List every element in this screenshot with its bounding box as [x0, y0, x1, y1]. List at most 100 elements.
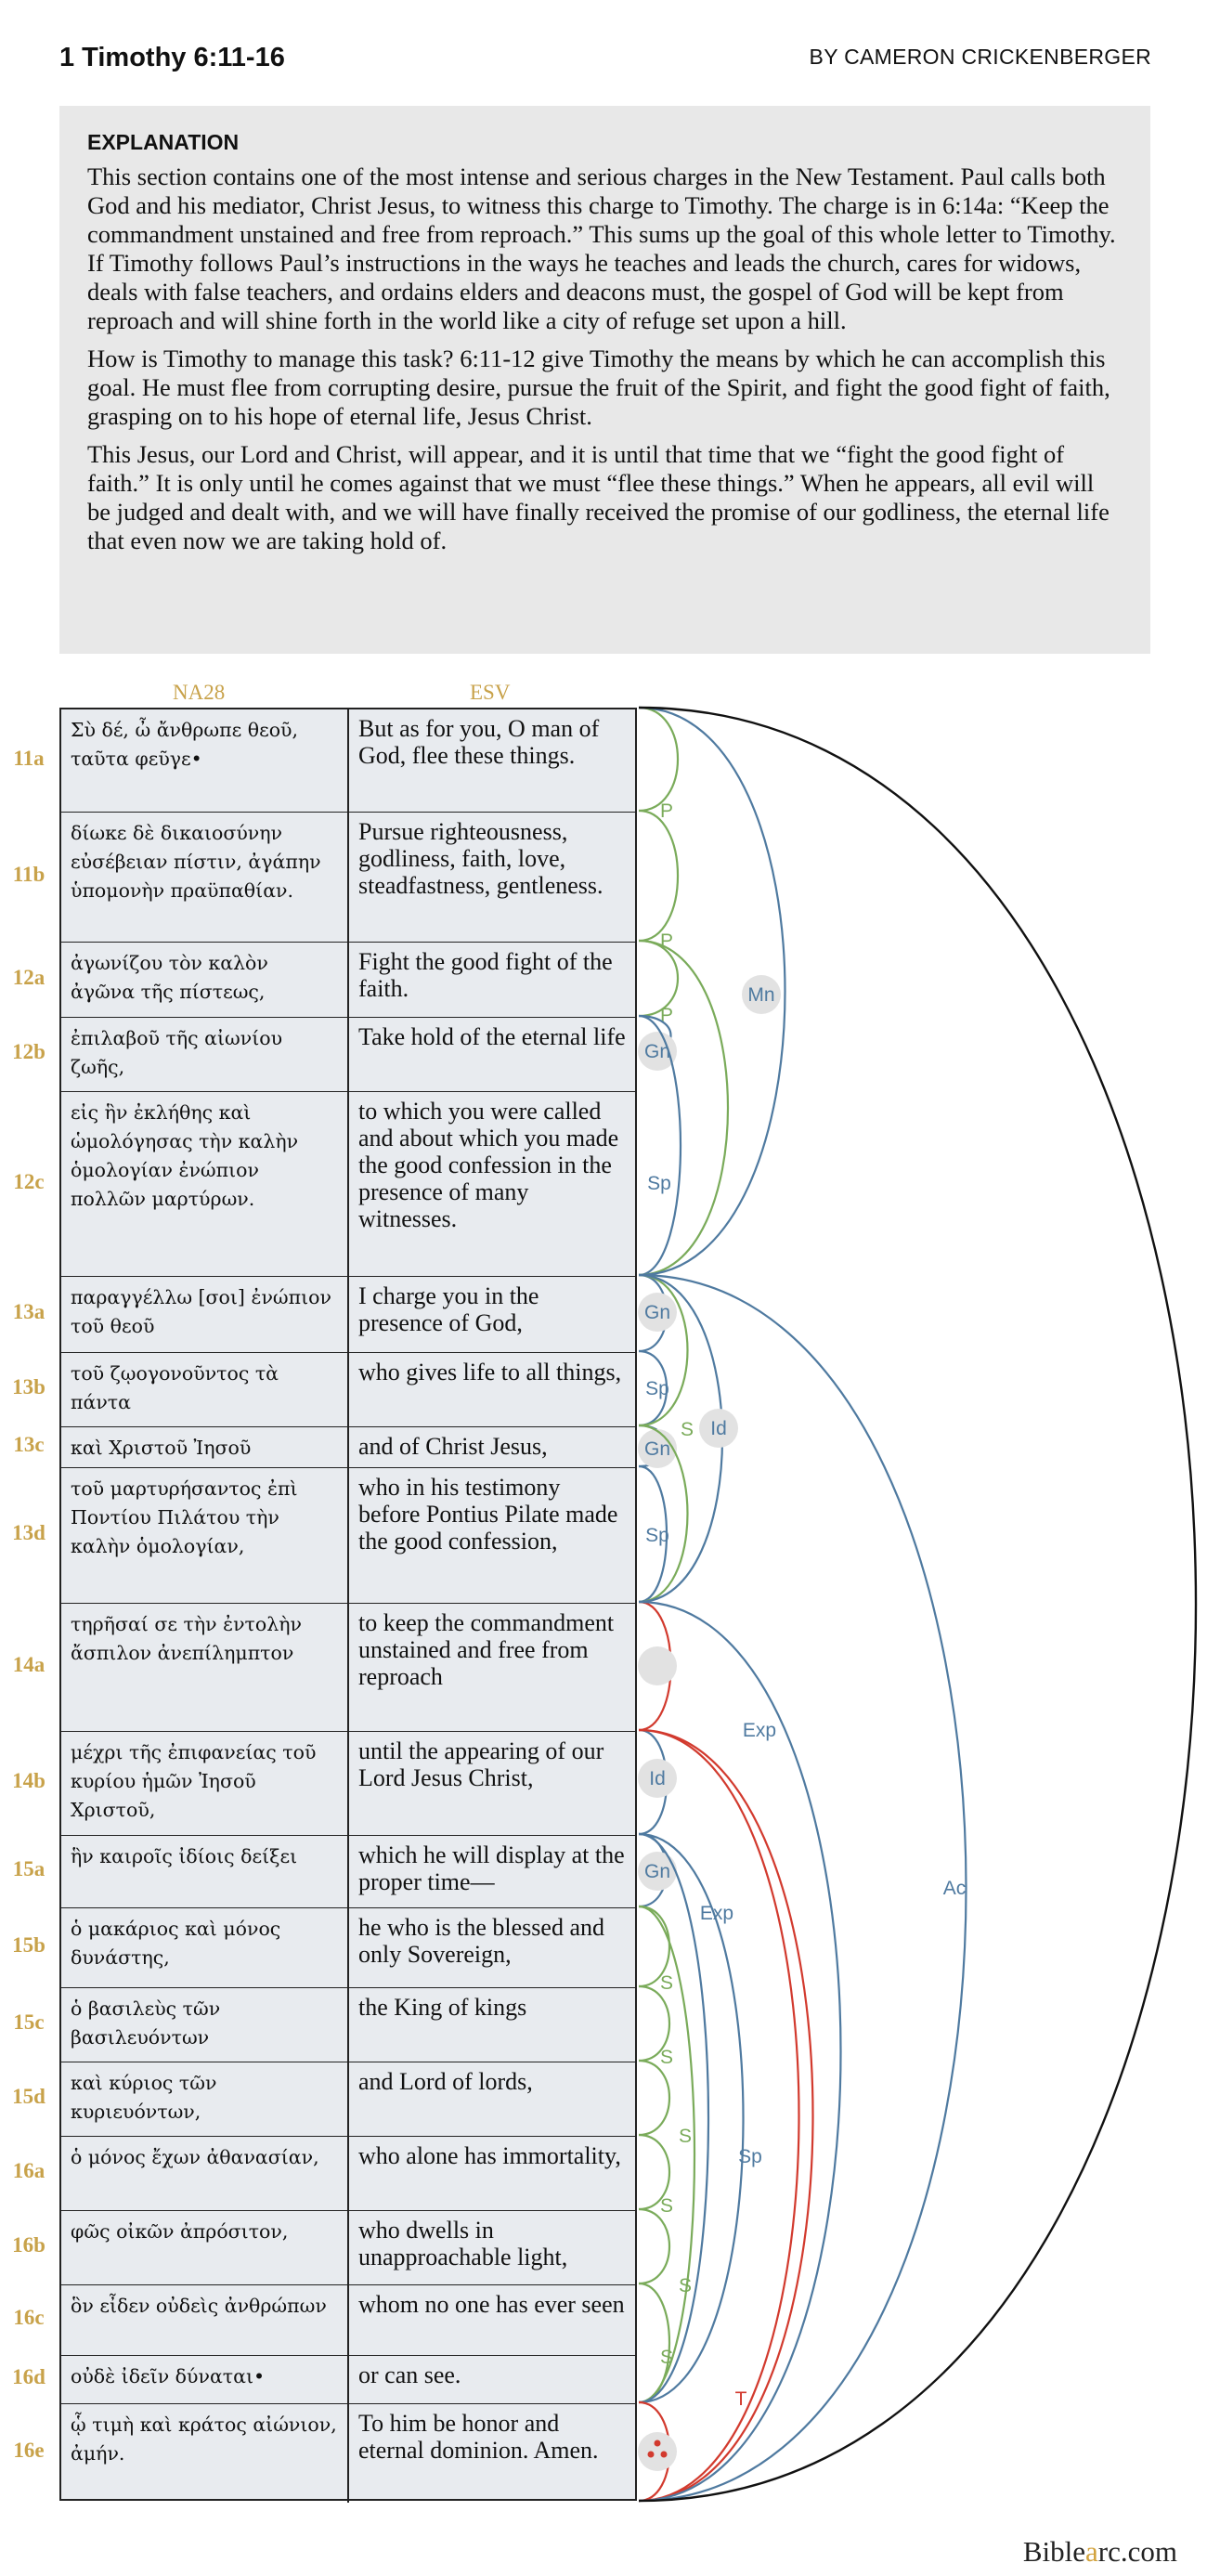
english-text: which he will display at the proper time…: [358, 1841, 625, 1895]
greek-text: ὁ μόνος ἔχων ἀθανασίαν,: [61, 2137, 349, 2210]
table-row: ἐπιλαβοῦ τῆς αἰωνίου ζωῆς, Take hold of t…: [61, 1018, 635, 1092]
table-row: τοῦ μαρτυρήσαντος ἐπὶ Ποντίου Πιλάτου τὴ…: [61, 1468, 635, 1604]
explanation-paragraph: This Jesus, our Lord and Christ, will ap…: [87, 440, 1110, 554]
english-text: or can see.: [358, 2361, 461, 2388]
verse-ref: 15b: [12, 1933, 45, 1957]
greek-text: ᾧ τιμὴ καὶ κράτος αἰώνιον, ἀμήν.: [61, 2404, 349, 2503]
table-row: ὃν εἶδεν οὐδεὶς ἀνθρώπων whom no one has …: [61, 2285, 635, 2356]
label-S: S: [660, 2195, 673, 2217]
table-row: καὶ κύριος τῶν κυριευόντων,and Lord of l…: [61, 2062, 635, 2137]
label-S: S: [660, 2047, 673, 2068]
arc-16a-16b: [638, 2133, 670, 2211]
greek-text: τηρῆσαί σε τὴν ἐντολὴν ἄσπιλον ἀνεπίλημπ…: [61, 1604, 349, 1731]
verse-ref: 12b: [12, 1040, 45, 1063]
greek-text: καὶ Χριστοῦ Ἰησοῦ: [61, 1427, 349, 1467]
label-Id-bubble: [638, 1759, 677, 1798]
greek-text: ἐπιλαβοῦ τῆς αἰωνίου ζωῆς,: [61, 1018, 349, 1091]
verse-ref: 15d: [12, 2085, 45, 2108]
explanation-heading: EXPLANATION: [87, 130, 240, 154]
verse-ref: 16c: [13, 2306, 45, 2329]
arc-whole: [638, 706, 1198, 2503]
english-text: he who is the blessed and only Sovereign…: [358, 1914, 605, 1968]
table-row: ὁ μόνος ἔχων ἀθανασίαν,who alone has imm…: [61, 2137, 635, 2211]
author-byline: BY CAMERON CRICKENBERGER: [809, 45, 1151, 69]
greek-text: εἰς ἣν ἐκλήθης καὶ ὡμολόγησας τὴν καλὴν …: [61, 1092, 349, 1276]
arc-15d-16a: [638, 2059, 670, 2137]
verse-ref: 15a: [12, 1857, 45, 1880]
verse-ref: 13b: [12, 1375, 45, 1399]
table-row: Σὺ δέ, ὦ ἄνθρωπε θεοῦ, ταῦτα φεῦγε•But a…: [61, 709, 635, 813]
verse-ref: 14a: [12, 1653, 45, 1676]
verse-ref: 13c: [13, 1433, 45, 1456]
table-row: ᾧ τιμὴ καὶ κράτος αἰώνιον, ἀμήν.To him b…: [61, 2404, 635, 2503]
label-Gn-bubble: [638, 1293, 677, 1332]
page-title: 1 Timothy 6:11-16: [59, 43, 285, 72]
label-Gn: Gn: [644, 1438, 670, 1460]
site-logo[interactable]: Biblearc.com: [1022, 2535, 1177, 2568]
label-Ac: Ac: [943, 1878, 967, 1899]
label-Mn: Mn: [747, 984, 774, 1006]
verse-ref: 11a: [13, 746, 45, 770]
greek-text: φῶς οἰκῶν ἀπρόσιτον,: [61, 2211, 349, 2284]
label-T: T: [735, 2388, 747, 2410]
table-row: εἰς ἣν ἐκλήθης καὶ ὡμολόγησας τὴν καλὴν …: [61, 1092, 635, 1277]
verse-ref: 16a: [12, 2159, 45, 2182]
label-Gn: Gn: [644, 1041, 670, 1062]
greek-text: ἀγωνίζου τὸν καλὸν ἀγῶνα τῆς πίστεως,: [61, 943, 349, 1017]
arc-11a-11b: [638, 706, 679, 813]
verse-ref: 14b: [12, 1769, 45, 1792]
label-Sp: Sp: [645, 1378, 669, 1399]
greek-column-header: NA28: [173, 681, 226, 704]
label-S: S: [679, 2126, 692, 2147]
verse-ref: 16e: [13, 2439, 45, 2462]
table-row: φῶς οἰκῶν ἀπρόσιτον,who dwells in unappr…: [61, 2211, 635, 2285]
english-text: who gives life to all things,: [358, 1359, 622, 1386]
table-row: μέχρι τῆς ἐπιφανείας τοῦ κυρίου ἡμῶν Ἰησ…: [61, 1732, 635, 1836]
label-Id: Id: [649, 1768, 666, 1789]
table-row: τηρῆσαί σε τὴν ἐντολὴν ἄσπιλον ἀνεπίλημπ…: [61, 1604, 635, 1732]
label-Sp: Sp: [647, 1173, 671, 1194]
verse-ref: 11b: [12, 863, 45, 886]
english-text: until the appearing of our Lord Jesus Ch…: [358, 1737, 604, 1791]
table-row: ὁ μακάριος καὶ μόνος δυνάστης,he who is …: [61, 1908, 635, 1988]
arc-13b-sp: [638, 1349, 668, 1427]
english-text: I charge you in the presence of God,: [358, 1282, 539, 1336]
label-Exp: Exp: [700, 1903, 733, 1924]
greek-text: ὃν εἶδεν οὐδεὶς ἀνθρώπων: [61, 2285, 349, 2355]
english-text: Take hold of the eternal life: [358, 1023, 626, 1050]
english-text: and of Christ Jesus,: [358, 1433, 548, 1460]
english-text: to which you were called and about which…: [358, 1098, 619, 1232]
english-column-header: ESV: [470, 681, 511, 704]
trinity-dot: [647, 2451, 655, 2458]
label-S: S: [660, 1972, 673, 1994]
arc-t-2: [638, 1728, 814, 2503]
arc-13c-13d-s: [638, 1424, 689, 1604]
arc-13a-13b-s: [638, 1273, 689, 1427]
verse-ref: 12c: [13, 1169, 45, 1193]
label-Id-bubble: [699, 1409, 738, 1448]
explanation-panel: EXPLANATION This section contains one of…: [59, 106, 1150, 654]
english-text: the King of kings: [358, 1994, 527, 2021]
arc-exp-inner: [638, 1832, 710, 2404]
english-text: who in his testimony before Pontius Pila…: [358, 1474, 618, 1555]
arc-mn: [638, 706, 786, 1277]
english-text: Fight the good fight of the faith.: [358, 948, 613, 1002]
greek-text: δίωκε δὲ δικαιοσύνην εὐσέβειαν πίστιν, ἀ…: [61, 813, 349, 942]
english-text: To him be honor and eternal dominion. Am…: [358, 2410, 599, 2464]
highlight-16e: [638, 2432, 677, 2471]
arc-ac: [638, 1273, 967, 2503]
arc-t-1: [638, 1728, 800, 2503]
greek-text: Σὺ δέ, ὦ ἄνθρωπε θεοῦ, ταῦτα φεῦγε•: [61, 709, 349, 812]
english-text: whom no one has ever seen: [358, 2291, 625, 2318]
verse-ref: 12a: [12, 965, 45, 989]
arc-13d-sp: [638, 1464, 668, 1604]
table-row: οὐδὲ ἰδεῖν δύναται•or can see.: [61, 2356, 635, 2404]
label-Gn: Gn: [644, 1861, 670, 1882]
verse-ref: 15c: [13, 2010, 45, 2034]
verse-ref: 16b: [12, 2233, 45, 2257]
arc-11b-12a: [638, 809, 680, 943]
label-Mn-bubble: [742, 975, 781, 1014]
table-row: καὶ Χριστοῦ Ἰησοῦ and of Christ Jesus,: [61, 1427, 635, 1468]
